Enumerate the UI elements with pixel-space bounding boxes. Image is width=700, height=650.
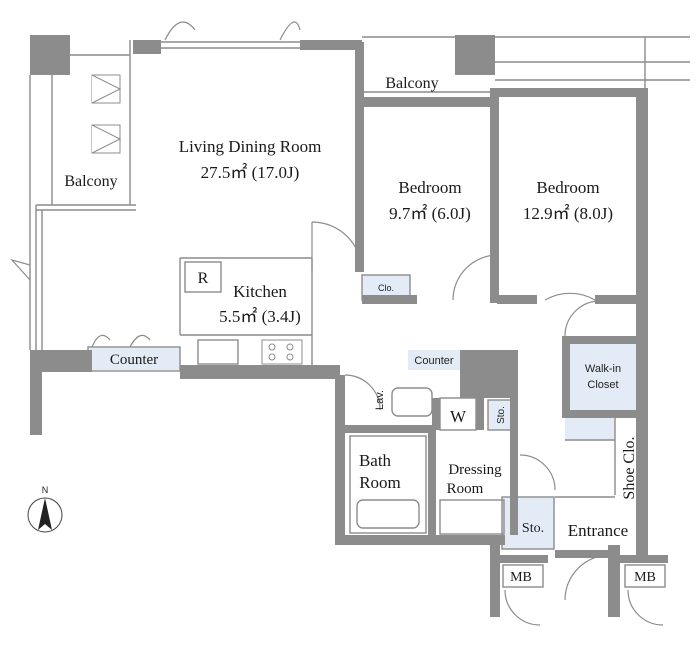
wall-left-stub (42, 350, 92, 372)
wall-bed1-bed2 (490, 88, 499, 303)
wall-walkin-bottom (562, 410, 640, 418)
walkin-label-2: Closet (587, 379, 618, 391)
bedroom2-area: 12.9㎡ (8.0J) (523, 204, 613, 223)
ldr-area: 27.5㎡ (17.0J) (201, 163, 300, 182)
wall-top-ldr-left (133, 40, 161, 54)
mb-right-label: MB (634, 570, 656, 585)
balcony-top-label: Balcony (385, 75, 438, 92)
wall-south-kitchen (180, 365, 340, 379)
wall-right (636, 88, 648, 558)
door-bed2 (544, 292, 596, 301)
mb-left-label: MB (510, 570, 532, 585)
kitchen-area: 5.5㎡ (3.4J) (219, 307, 301, 326)
dressing-label-2: Room (447, 481, 484, 497)
walkin-label-1: Walk-in (585, 363, 621, 375)
balcony-left-label: Balcony (64, 173, 117, 190)
wall-top-ldr-right (300, 40, 362, 50)
storage-fills (90, 275, 638, 549)
closet-label: Clo. (378, 283, 394, 293)
wall-wet-bottom (335, 535, 505, 545)
walls (30, 35, 668, 617)
shoe-closet-fill (565, 418, 615, 440)
wall-wet-left (335, 375, 345, 545)
wall-washer-left (432, 398, 440, 430)
kitchen-name: Kitchen (233, 282, 287, 301)
entrance-label: Entrance (568, 521, 628, 540)
wall-mb-right (608, 545, 620, 617)
thin-lines (29, 36, 690, 588)
counter-small-fill (408, 350, 460, 370)
door-mb-right (627, 589, 664, 626)
column-top-mid (455, 35, 495, 75)
lav-label: Lav. (374, 390, 386, 410)
door-entrance (564, 554, 611, 601)
counter-fill (90, 348, 180, 370)
ldr-name: Living Dining Room (179, 137, 322, 156)
bedroom1-area: 9.7㎡ (6.0J) (389, 204, 471, 223)
wall-ldr-bed1 (355, 42, 364, 272)
door-walkin (564, 300, 601, 337)
storage-upper-fill (488, 400, 514, 430)
wall-bottom-bed2 (497, 295, 537, 304)
storage-lower-label: Sto. (522, 521, 544, 536)
door-swings (10, 21, 664, 626)
wall-bath-top (340, 425, 435, 433)
door-dressing (519, 454, 556, 491)
room-labels: Living Dining Room 27.5㎡ (17.0J) Bedroom… (64, 75, 638, 540)
wall-top-bed2 (490, 88, 645, 97)
shoe-closet-label: Shoe Clo. (621, 436, 638, 499)
door-bed1 (452, 254, 499, 301)
north-label: N (42, 485, 49, 495)
door-ldr (311, 221, 363, 271)
wall-bath-dressing (428, 425, 436, 540)
wall-mb-right-top (620, 555, 668, 563)
counter-main-label: Counter (110, 352, 158, 368)
wall-top-bed1 (362, 97, 497, 107)
counter-small-label: Counter (414, 355, 453, 367)
dressing-label-1: Dressing (448, 462, 502, 478)
washer-label: W (450, 407, 467, 426)
wall-walkin-left (562, 336, 570, 418)
bath-label-1: Bath (359, 451, 392, 470)
bedroom1-name: Bedroom (398, 178, 461, 197)
stove-icon (261, 339, 303, 365)
bedroom2-name: Bedroom (536, 178, 599, 197)
wall-mb-left-top (500, 555, 548, 563)
wall-walkin-top (562, 336, 640, 344)
wall-left-lower (30, 350, 42, 435)
bath-label-2: Room (359, 473, 401, 492)
fixture-labels: Counter Counter R W Lav. Clo. Sto. Sto. … (110, 270, 656, 585)
door-mb-left (504, 589, 541, 626)
wall-wet-right (510, 350, 518, 535)
wall-washer-right (476, 398, 484, 430)
door-lav (344, 374, 381, 411)
wall-entrance (555, 550, 610, 558)
wall-wet-top-right (460, 350, 515, 398)
wall-mb-left (490, 545, 500, 617)
refrigerator-label: R (198, 270, 209, 287)
storage-upper-label: Sto. (496, 406, 507, 424)
walkin-closet-fill (570, 342, 638, 410)
balcony-vents (91, 74, 122, 154)
column-top-left (30, 35, 70, 75)
north-compass-icon: N (27, 485, 63, 533)
wall-bottom-bed2-right (595, 295, 640, 304)
